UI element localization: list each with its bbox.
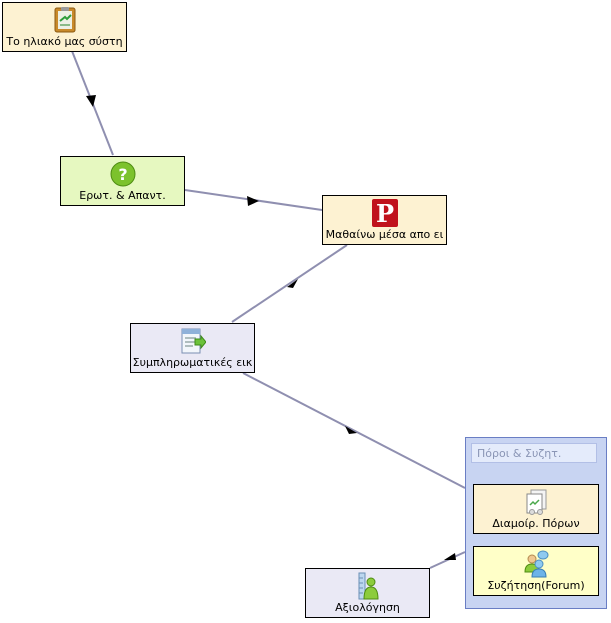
- svg-text:P: P: [375, 199, 393, 227]
- p-badge-icon: P: [371, 199, 398, 227]
- group-item-forum[interactable]: Συζήτηση(Forum): [473, 546, 599, 596]
- node-label: Ερωτ. & Απαντ.: [79, 189, 166, 202]
- assessment-icon: [358, 572, 379, 600]
- svg-text:?: ?: [118, 165, 127, 184]
- group-title: Πόροι & Συζητ.: [471, 443, 597, 463]
- node-label: Συζήτηση(Forum): [487, 579, 585, 592]
- activity-node-learning-images[interactable]: P Μαθαίνω μέσα απο ει: [322, 195, 447, 245]
- forum-users-icon: [524, 550, 549, 578]
- activity-node-assessment[interactable]: Αξιολόγηση: [305, 568, 430, 618]
- activity-node-supplementary-images[interactable]: Συμπληρωματικές εικ: [130, 323, 255, 373]
- question-icon: ?: [110, 161, 135, 187]
- arrowhead-4-group: [345, 426, 357, 434]
- node-label: Αξιολόγηση: [335, 601, 400, 614]
- group-item-resource-sharing[interactable]: Διαμοίρ. Πόρων: [473, 484, 599, 534]
- node-label: Συμπληρωματικές εικ: [132, 356, 253, 369]
- document-arrow-icon: [181, 328, 206, 354]
- edge-3-4: [231, 244, 348, 323]
- activity-node-qa[interactable]: ? Ερωτ. & Απαντ.: [60, 156, 185, 206]
- notepad-icon: [54, 7, 75, 33]
- edge-4-group: [242, 372, 466, 489]
- activity-node-solar-system[interactable]: Το ηλιακό μας σύστη: [2, 2, 127, 52]
- node-label: Διαμοίρ. Πόρων: [492, 517, 580, 530]
- arrowhead-group-5: [444, 553, 456, 560]
- shared-files-icon: [526, 489, 547, 515]
- arrowhead-3-4: [287, 279, 298, 288]
- node-label: Το ηλιακό μας σύστη: [6, 35, 123, 48]
- arrowhead-1-2: [86, 95, 96, 107]
- arrowhead-2-3: [247, 196, 259, 206]
- node-label: Μαθαίνω μέσα απο ει: [325, 228, 444, 241]
- resources-discussion-group[interactable]: Πόροι & Συζητ. Διαμοίρ. Πόρων Συζήτηση(F…: [465, 437, 607, 609]
